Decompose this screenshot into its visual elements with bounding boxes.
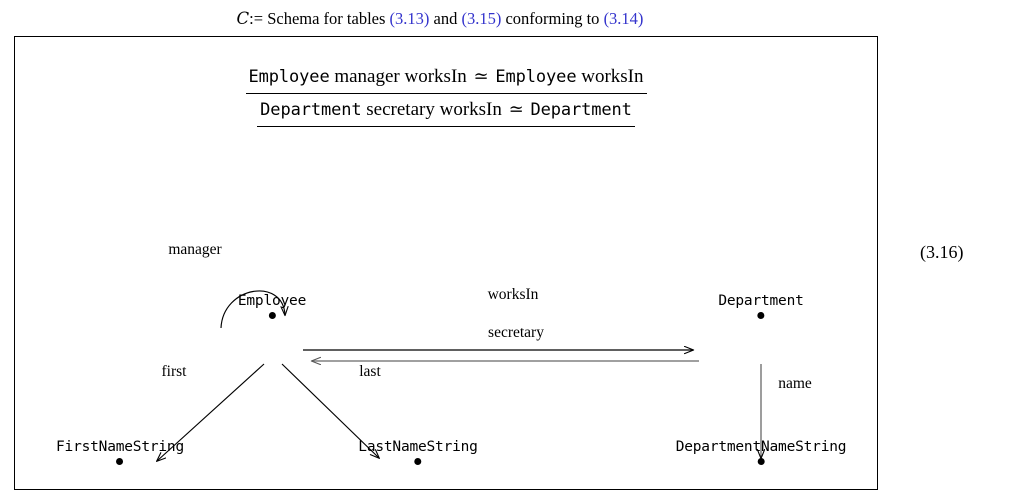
caption-conjunction: and	[433, 9, 458, 28]
node-last-name-string[interactable]: LastNameString	[358, 439, 478, 465]
edge-label-secretary: secretary	[488, 324, 544, 341]
rule-token: worksIn	[404, 66, 467, 87]
edge-label-first: first	[161, 363, 187, 380]
rule-token: Employee	[495, 67, 577, 87]
edge-label-manager: manager	[168, 241, 222, 258]
equation-number: (3.16)	[920, 242, 964, 262]
rule-token: secretary	[366, 99, 435, 120]
node-dot-department-name-string	[757, 458, 765, 465]
schema-frame: Employee manager worksIn ≃ Employee work…	[14, 36, 878, 490]
rule-token: Department	[260, 100, 362, 120]
node-dot-department	[757, 312, 765, 319]
department-rule: Department secretary worksIn ≃ Departmen…	[257, 96, 635, 127]
node-label-first-name-string: FirstNameString	[56, 439, 184, 455]
node-dot-first-name-string	[116, 458, 124, 465]
rule-token: worksIn	[439, 99, 502, 120]
rule-row-department: Department secretary worksIn ≃ Departmen…	[15, 96, 877, 127]
caption-text-2: conforming to	[505, 9, 600, 28]
rule-token: ≃	[473, 66, 489, 87]
node-department[interactable]: Department	[718, 293, 804, 319]
rule-token: ≃	[508, 99, 524, 120]
rule-token: worksIn	[581, 66, 644, 87]
employee-rule: Employee manager worksIn ≃ Employee work…	[245, 63, 647, 94]
node-dot-employee	[268, 312, 276, 319]
caption-text-1: Schema for tables	[267, 9, 386, 28]
edge-label-name: name	[778, 375, 812, 392]
figure-caption: C:= Schema for tables (3.13) and (3.15) …	[0, 9, 880, 29]
node-label-department-name-string: DepartmentNameString	[675, 439, 847, 455]
node-department-name-string[interactable]: DepartmentNameString	[676, 439, 847, 465]
rule-token: Employee	[248, 67, 330, 87]
node-employee[interactable]: Employee	[238, 293, 306, 319]
caption-ref-313[interactable]: (3.13)	[389, 9, 430, 28]
node-dot-last-name-string	[414, 458, 422, 465]
rule-token: manager	[334, 66, 400, 87]
node-label-employee: Employee	[237, 293, 307, 309]
caption-assign: :=	[249, 9, 264, 28]
edge-label-last: last	[359, 363, 381, 380]
equivalence-rules: Employee manager worksIn ≃ Employee work…	[15, 63, 877, 129]
edge-label-worksIn: worksIn	[487, 286, 539, 303]
rule-token: Department	[530, 100, 632, 120]
node-first-name-string[interactable]: FirstNameString	[56, 439, 184, 465]
node-label-department: Department	[718, 293, 804, 309]
rule-row-employee: Employee manager worksIn ≃ Employee work…	[15, 63, 877, 94]
caption-schema-symbol: C	[236, 9, 250, 28]
caption-ref-314[interactable]: (3.14)	[603, 9, 644, 28]
node-label-last-name-string: LastNameString	[358, 439, 478, 455]
caption-ref-315[interactable]: (3.15)	[461, 9, 502, 28]
